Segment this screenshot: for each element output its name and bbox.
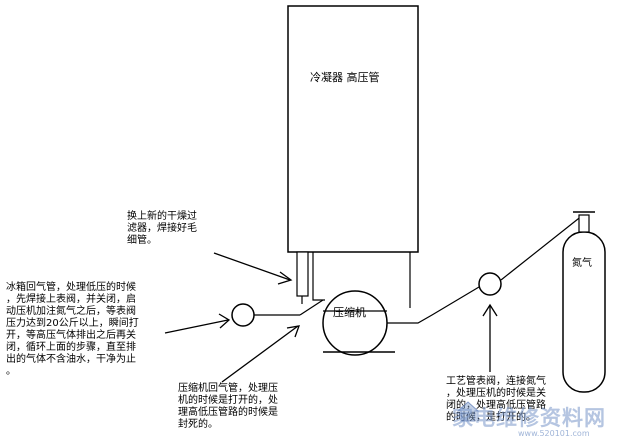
compressor-return-note: 压缩机回气管，处理压 机的时候是打开的，处 理高低压管路的时候是 封死的。 xyxy=(178,383,278,430)
watermark-logo-icon xyxy=(456,401,480,422)
nitrogen-hose xyxy=(500,214,584,281)
process-pipe-note: 工艺管表阀，连接氮气 ，处理压机的时候是关 闭的，处理高低压管路 的时候，是打开… xyxy=(446,376,546,423)
process-pipe xyxy=(387,286,480,324)
arrow-process-pipe xyxy=(482,303,498,372)
compressor-return-pipe xyxy=(299,299,324,316)
process-pipe-valve xyxy=(478,272,502,296)
nitrogen-label: 氮气 xyxy=(572,258,592,269)
arrow-dryer xyxy=(213,252,293,285)
compressor-label: 压缩机 xyxy=(333,306,366,319)
watermark-text: 家电维修资料网 xyxy=(452,405,606,430)
condenser-box xyxy=(287,5,419,253)
nitrogen-cylinder-body xyxy=(562,231,606,393)
capillary-tube xyxy=(312,252,325,301)
arrow-fridge-return xyxy=(164,313,231,334)
fridge-return-valve xyxy=(231,303,255,327)
arrow-compressor-return xyxy=(221,325,300,383)
fridge-return-note: 冰箱回气管，处理低压的时候 ，先焊接上表阀，并关闭，启 动压机加注氮气之后，等表… xyxy=(6,282,139,377)
dryer-note: 换上新的干燥过 滤器，焊接好毛 细管。 xyxy=(127,211,197,246)
watermark-url: www.520101.com xyxy=(518,429,590,438)
nitrogen-cylinder-valve xyxy=(578,214,590,233)
compressor-body xyxy=(322,290,388,356)
filter-drier xyxy=(296,251,309,297)
condenser-label: 冷凝器 高压管 xyxy=(310,71,380,84)
